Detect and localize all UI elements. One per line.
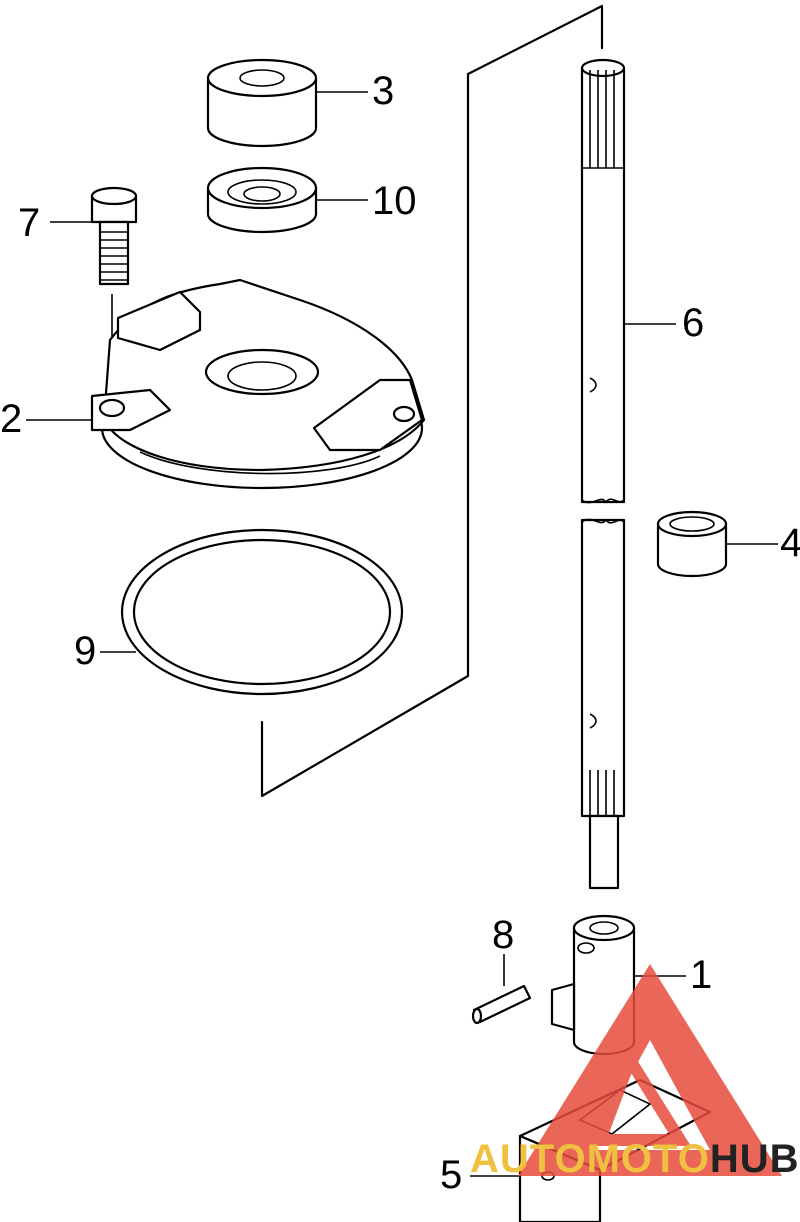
- watermark-auto: AUTO: [470, 1137, 587, 1181]
- watermark-hub: HUB: [710, 1137, 800, 1181]
- part-6-shaft-lower: [580, 518, 626, 890]
- watermark-text: AUTOMOTOHUB: [470, 1137, 800, 1181]
- part-7-bolt: [90, 186, 138, 404]
- watermark-triangle-icon: [518, 964, 782, 1176]
- callout-1: 1: [690, 953, 712, 997]
- part-6-shaft-upper: [580, 58, 626, 504]
- part-2-cover: [90, 278, 426, 490]
- callout-5: 5: [440, 1153, 462, 1197]
- callout-8: 8: [492, 913, 514, 957]
- part-3-bushing: [206, 58, 318, 148]
- part-4-bushing: [656, 510, 728, 578]
- callout-9: 9: [74, 629, 96, 673]
- callout-7: 7: [18, 201, 40, 245]
- callout-6: 6: [682, 301, 704, 345]
- callout-10: 10: [372, 179, 417, 223]
- watermark-inner-icon: [591, 1046, 691, 1146]
- part-8-pin: [471, 984, 532, 1025]
- callout-3: 3: [372, 69, 394, 113]
- watermark-logo: [518, 964, 782, 1176]
- callout-4: 4: [780, 521, 800, 565]
- part-10-seal: [206, 166, 318, 234]
- part-9-o-ring: [120, 528, 404, 696]
- callout-2: 2: [0, 397, 22, 441]
- assembly-bracket-line: [260, 4, 604, 798]
- watermark-moto: MOTO: [587, 1137, 710, 1181]
